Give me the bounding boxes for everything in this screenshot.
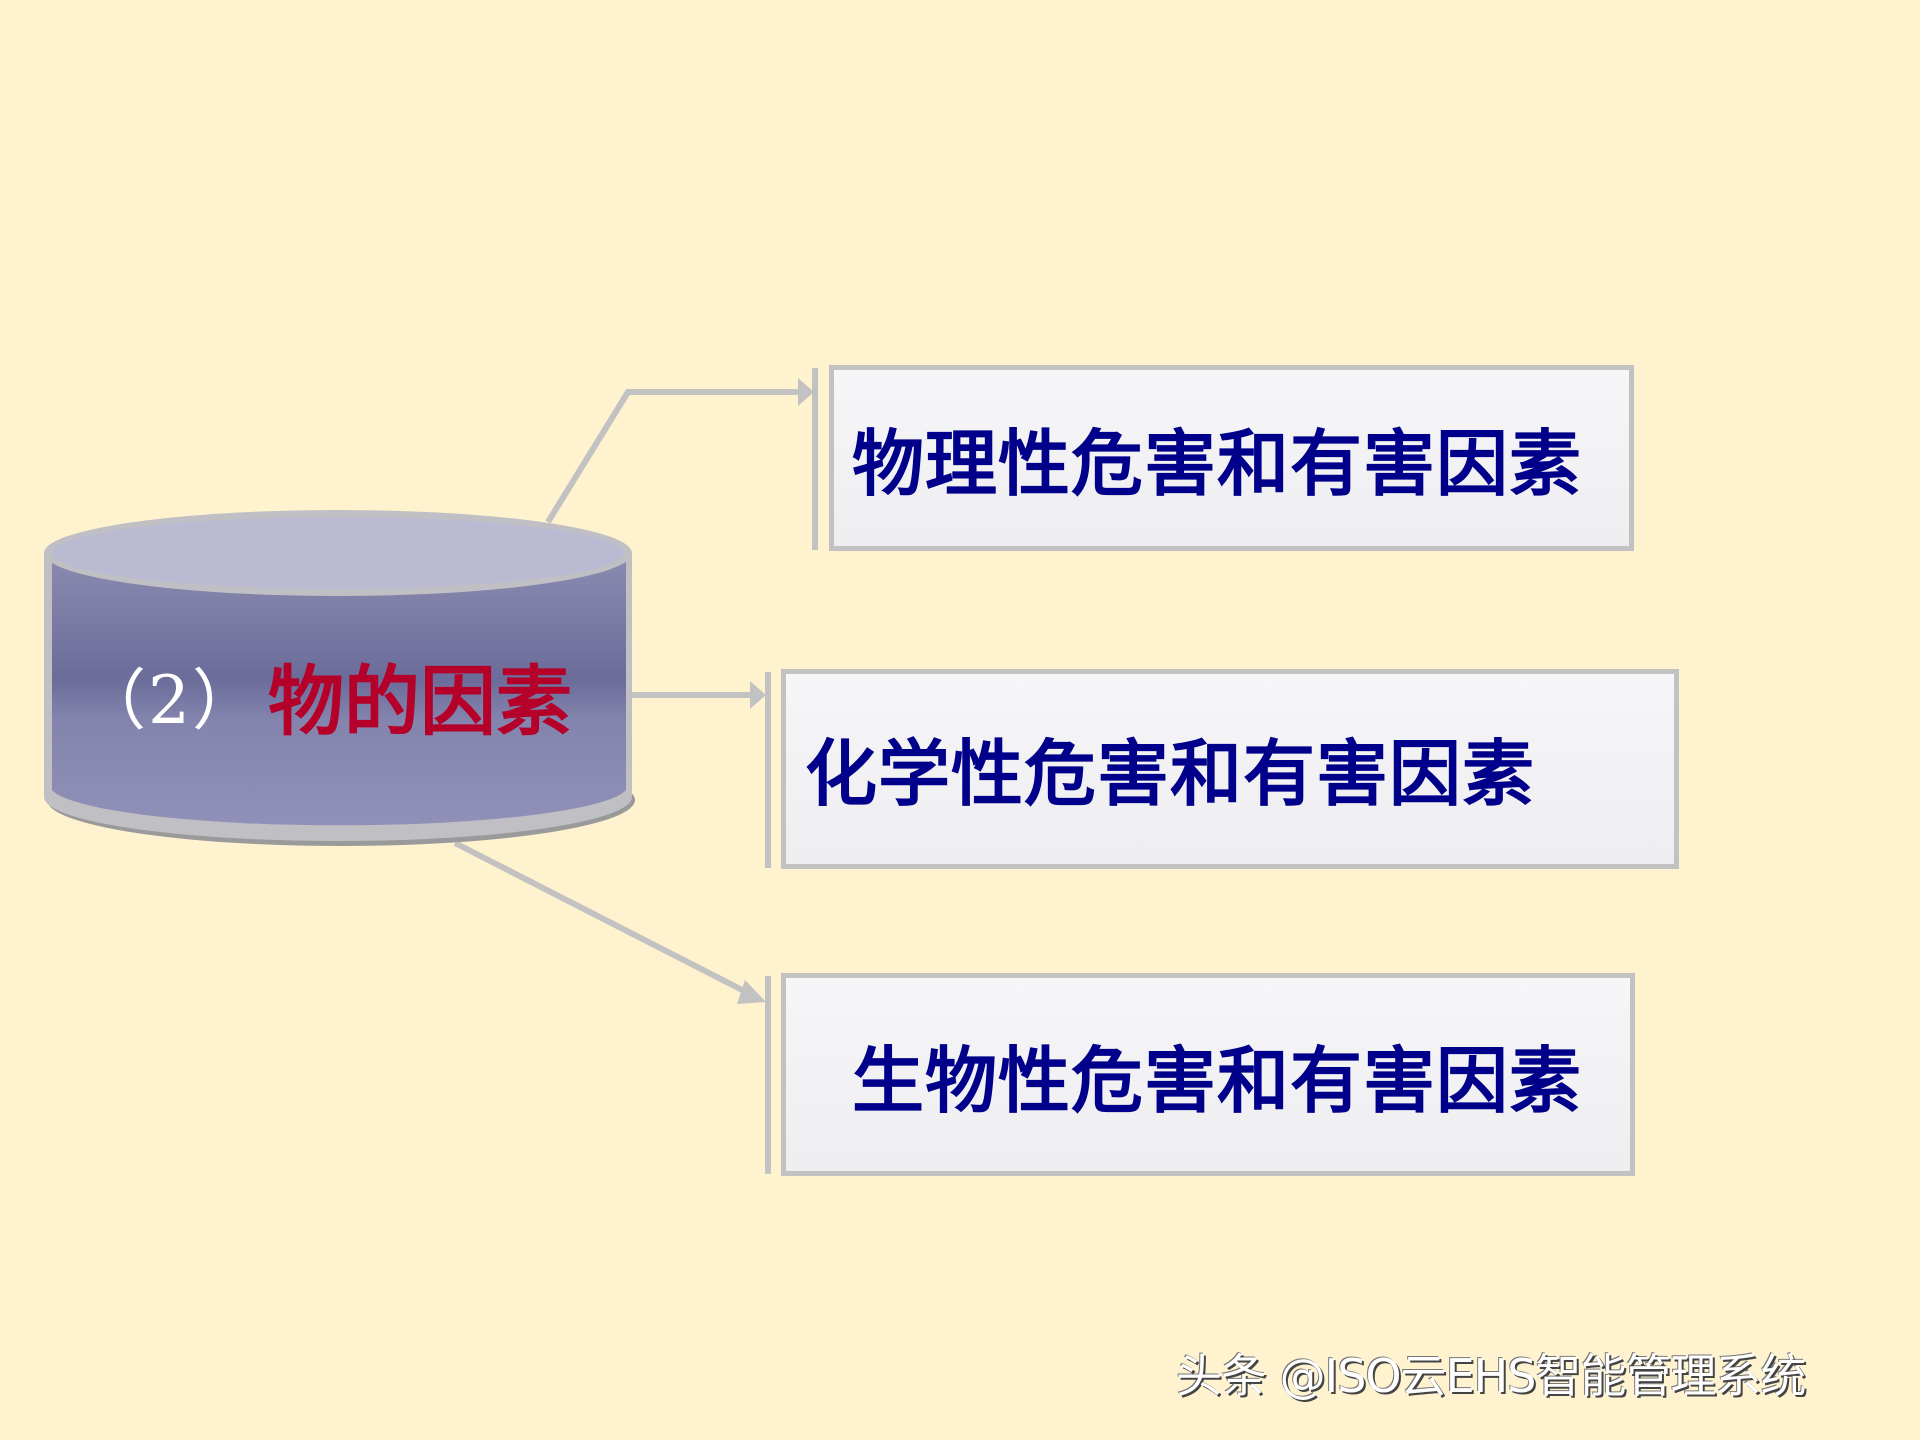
branch-label-chemical: 化学性危害和有害因素 xyxy=(805,732,1536,816)
branch-box-chemical xyxy=(781,669,1679,869)
branch-box-biological xyxy=(781,973,1635,1176)
central-node-label: （2） 物的因素 xyxy=(80,640,640,750)
connector-to-physical xyxy=(545,378,814,524)
connector-to-chemical xyxy=(632,681,766,709)
cylinder-shape xyxy=(44,510,635,846)
branch-chemical-bar xyxy=(765,672,771,868)
central-node-number: （2） xyxy=(80,662,260,739)
branch-label-physical: 物理性危害和有害因素 xyxy=(852,422,1583,506)
branch-box-physical xyxy=(829,365,1634,551)
connector-to-biological xyxy=(453,840,766,1004)
branch-biological-bar xyxy=(765,976,771,1174)
branch-physical-bar xyxy=(812,368,818,550)
watermark-text: 头条 @ISO云EHS智能管理系统 xyxy=(1176,1349,1806,1403)
central-node-title: 物的因素 xyxy=(268,657,572,746)
branch-label-biological: 生物性危害和有害因素 xyxy=(852,1039,1583,1123)
